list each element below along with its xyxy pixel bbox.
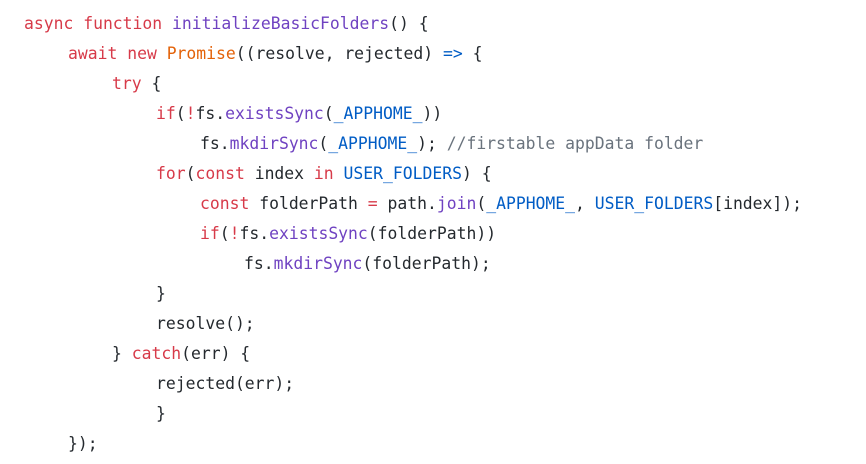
code-token: [index]); xyxy=(713,194,803,213)
code-token: for xyxy=(156,164,186,183)
code-token: if xyxy=(200,224,220,243)
code-token: USER_FOLDERS xyxy=(343,164,462,183)
code-token: try xyxy=(112,74,142,93)
code-token: existsSync xyxy=(269,224,368,243)
code-token: catch xyxy=(131,344,182,363)
code-token: ((resolve, rejected) xyxy=(235,44,443,63)
code-token: { xyxy=(462,44,483,63)
code-token: ) { xyxy=(461,164,492,183)
code-token: Promise xyxy=(166,44,236,63)
code-token: { xyxy=(141,74,162,93)
code-token: _APPHOME_ xyxy=(328,134,418,153)
code-token: )) xyxy=(422,104,443,123)
code-token: fs. xyxy=(195,104,226,123)
code-token: initializeBasicFolders xyxy=(172,14,390,33)
code-token: (folderPath); xyxy=(362,254,491,273)
code-token: ( xyxy=(219,224,230,243)
code-token: ( xyxy=(318,134,329,153)
code-token: fs. xyxy=(239,224,270,243)
code-line: resolve(); xyxy=(24,309,866,339)
code-line: if(!fs.existsSync(_APPHOME_)) xyxy=(24,99,866,129)
code-line: fs.mkdirSync(folderPath); xyxy=(24,249,866,279)
code-token: index xyxy=(244,164,314,183)
code-token: const xyxy=(195,164,245,183)
code-token: ( xyxy=(476,194,487,213)
code-token: (folderPath)) xyxy=(367,224,497,243)
code-line: async function initializeBasicFolders() … xyxy=(24,9,866,39)
code-token: } xyxy=(156,284,166,303)
code-token: ! xyxy=(185,104,196,123)
code-line: if(!fs.existsSync(folderPath)) xyxy=(24,219,866,249)
code-token: fs. xyxy=(200,134,230,153)
code-token: path. xyxy=(377,194,437,213)
code-token: existsSync xyxy=(225,104,324,123)
code-line: } xyxy=(24,279,866,309)
code-line: await new Promise((resolve, rejected) =>… xyxy=(24,39,866,69)
code-token: resolve(); xyxy=(156,314,255,333)
code-line: const folderPath = path.join(_APPHOME_, … xyxy=(24,189,866,219)
code-token: => xyxy=(443,44,463,63)
code-token: () { xyxy=(389,14,429,33)
code-token: ); xyxy=(417,134,447,153)
code-comment: //firstable appData folder xyxy=(446,134,704,153)
code-token: (err) { xyxy=(181,344,251,363)
code-token: folderPath xyxy=(249,194,368,213)
code-token: , xyxy=(575,194,595,213)
code-token: } xyxy=(112,344,132,363)
code-line: }); xyxy=(24,429,866,459)
code-token: ! xyxy=(229,224,240,243)
code-token: USER_FOLDERS xyxy=(594,194,714,213)
code-token: }); xyxy=(68,434,98,453)
code-line: try { xyxy=(24,69,866,99)
code-token xyxy=(334,164,344,183)
code-token: = xyxy=(367,194,378,213)
code-line: for(const index in USER_FOLDERS) { xyxy=(24,159,866,189)
code-line: } catch(err) { xyxy=(24,339,866,369)
code-token: const xyxy=(200,194,250,213)
code-token: mkdirSync xyxy=(229,134,319,153)
code-token: join xyxy=(436,194,477,213)
code-line: rejected(err); xyxy=(24,369,866,399)
code-token: async function xyxy=(24,14,173,33)
code-token: fs. xyxy=(244,254,274,273)
code-token: _APPHOME_ xyxy=(333,104,423,123)
code-token: _APPHOME_ xyxy=(486,194,576,213)
code-line: fs.mkdirSync(_APPHOME_); //firstable app… xyxy=(24,129,866,159)
code-token: mkdirSync xyxy=(273,254,363,273)
code-token: ( xyxy=(323,104,334,123)
code-token: ( xyxy=(185,164,196,183)
code-token: if xyxy=(156,104,176,123)
code-line: } xyxy=(24,399,866,429)
code-token: rejected(err); xyxy=(156,374,295,393)
code-token: } xyxy=(156,404,166,423)
code-token: await new xyxy=(68,44,167,63)
code-token: in xyxy=(313,164,334,183)
code-token: ( xyxy=(175,104,186,123)
